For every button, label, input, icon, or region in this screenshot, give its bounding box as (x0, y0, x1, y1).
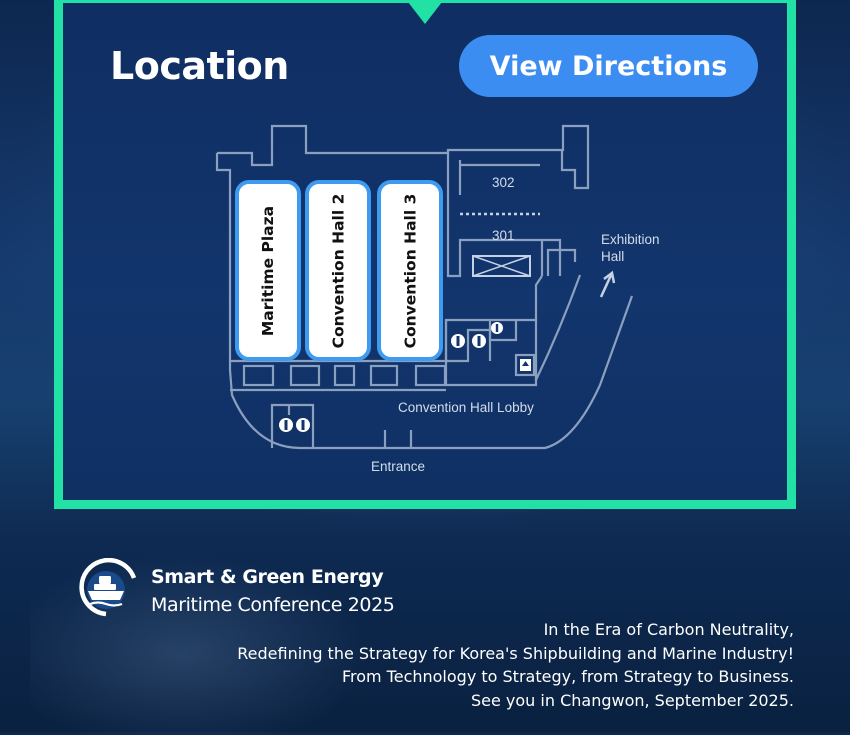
room-302-label: 302 (492, 175, 515, 190)
tagline-line: From Technology to Strategy, from Strate… (341, 667, 794, 686)
section-title: Location (110, 44, 289, 88)
hall-label: Convention Hall 2 (329, 193, 348, 348)
hall-convention-hall-2[interactable]: Convention Hall 2 (305, 180, 371, 361)
exhibition-hall-label-2: Hall (601, 249, 624, 264)
lobby-label: Convention Hall Lobby (398, 400, 534, 415)
tagline-line: See you in Changwon, September 2025. (470, 690, 794, 710)
tagline: In the Era of Carbon Neutrality, Redefin… (237, 618, 794, 712)
ship-image (30, 555, 370, 735)
tagline-line: Redefining the Strategy for Korea's Ship… (237, 643, 794, 663)
hall-label: Maritime Plaza (259, 205, 277, 336)
brand-subtitle: Maritime Conference 2025 (151, 594, 395, 616)
view-directions-button[interactable]: View Directions (459, 35, 758, 97)
arrow-up-right-icon (599, 270, 616, 298)
room-301-label: 301 (492, 228, 515, 243)
ship-logo-icon (79, 558, 137, 617)
hall-label: Convention Hall 3 (401, 193, 420, 348)
hall-convention-hall-3[interactable]: Convention Hall 3 (377, 180, 443, 361)
exhibition-hall-label: Exhibition (601, 232, 660, 247)
elevator-icon (520, 359, 531, 371)
hall-maritime-plaza[interactable]: Maritime Plaza (235, 180, 301, 361)
floor-map: 302 301 Exhibition Hall Convention Hall … (215, 124, 660, 474)
panel-notch (408, 2, 442, 24)
entrance-label: Entrance (371, 459, 425, 474)
tagline-line: In the Era of Carbon Neutrality, (543, 620, 794, 639)
brand-title: Smart & Green Energy (151, 566, 384, 588)
restroom-icon (279, 322, 503, 432)
